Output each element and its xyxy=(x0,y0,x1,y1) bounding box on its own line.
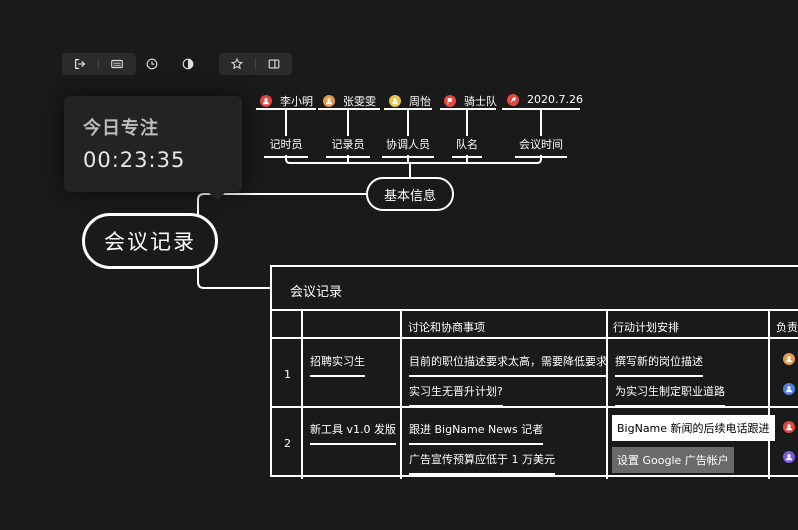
panel-icon xyxy=(268,59,280,69)
action-chip-selected[interactable]: BigName 新闻的后续电话跟进 xyxy=(612,415,775,441)
meeting-table: 会议记录 讨论和协商事项 行动计划安排 负责人 1 招聘实习生 目前的职位描述要… xyxy=(270,265,798,479)
team-name: 骑士队 xyxy=(464,95,497,108)
avatar xyxy=(389,95,401,107)
discussion-cell[interactable]: 跟进 BigName News 记者 xyxy=(409,421,544,445)
row-number: 2 xyxy=(284,437,291,450)
owner-avatar[interactable] xyxy=(783,383,795,395)
owner-avatar[interactable] xyxy=(783,451,795,463)
meeting-date: 2020.7.26 xyxy=(527,93,583,106)
topic-cell[interactable]: 新工具 v1.0 发版 xyxy=(310,421,396,445)
owner-avatar[interactable] xyxy=(783,353,795,365)
table-divider xyxy=(768,309,770,479)
user-icon xyxy=(786,424,792,431)
export-button[interactable] xyxy=(62,53,98,75)
user-icon xyxy=(392,98,398,105)
user-icon xyxy=(263,98,269,105)
focus-timer-button[interactable] xyxy=(134,53,170,75)
user-icon xyxy=(326,98,332,105)
action-cell[interactable]: 撰写新的岗位描述 xyxy=(615,353,703,377)
clock-icon xyxy=(146,58,158,70)
focus-title: 今日专注 xyxy=(83,118,159,139)
basic-info-node[interactable]: 基本信息 xyxy=(366,177,454,211)
flag-icon xyxy=(447,98,453,105)
action-cell[interactable]: 为实习生制定职业道路 xyxy=(615,383,725,407)
table-divider xyxy=(272,309,798,311)
label-meeting-time[interactable]: 会议时间 xyxy=(515,136,567,158)
user-icon xyxy=(786,454,792,461)
root-node[interactable]: 会议记录 xyxy=(82,213,218,269)
label-timekeeper[interactable]: 记时员 xyxy=(264,136,308,158)
topic-cell[interactable]: 招聘实习生 xyxy=(310,353,365,377)
table-divider xyxy=(400,309,402,479)
table-divider xyxy=(272,337,798,339)
person-name: 周怡 xyxy=(409,95,431,108)
keyboard-icon xyxy=(111,59,123,69)
star-icon xyxy=(230,57,244,70)
focus-time: 00:23:35 xyxy=(83,148,186,172)
user-icon xyxy=(786,356,792,363)
recorder-value[interactable]: 张雯雯 xyxy=(323,93,376,109)
label-team[interactable]: 队名 xyxy=(452,136,482,158)
table-divider xyxy=(272,406,798,408)
keyboard-button[interactable] xyxy=(99,53,135,75)
team-value[interactable]: 骑士队 xyxy=(444,93,497,109)
rocket-icon xyxy=(510,96,516,102)
row-number: 1 xyxy=(284,368,291,381)
timekeeper-value[interactable]: 李小明 xyxy=(260,93,313,109)
coordinator-value[interactable]: 周怡 xyxy=(389,93,431,109)
owner-avatar[interactable] xyxy=(783,421,795,433)
discussion-cell[interactable]: 实习生无晋升计划? xyxy=(409,383,503,407)
person-name: 李小明 xyxy=(280,95,313,108)
toolbar-group-left xyxy=(62,53,136,75)
discussion-cell[interactable]: 目前的职位描述要求太高，需要降低要求 xyxy=(409,353,607,377)
user-icon xyxy=(786,386,792,393)
table-title[interactable]: 会议记录 xyxy=(290,285,343,300)
toolbar-divider xyxy=(255,58,256,70)
avatar xyxy=(444,95,456,107)
meeting-date-value[interactable]: 2020.7.26 xyxy=(507,93,583,106)
action-chip[interactable]: 设置 Google 广告帐户 xyxy=(612,447,734,473)
table-divider xyxy=(301,309,303,479)
label-recorder[interactable]: 记录员 xyxy=(326,136,370,158)
avatar xyxy=(323,95,335,107)
person-name: 张雯雯 xyxy=(343,95,376,108)
discussion-cell[interactable]: 广告宣传预算应低于 1 万美元 xyxy=(409,451,555,475)
label-coordinator[interactable]: 协调人员 xyxy=(382,136,434,158)
table-divider xyxy=(606,309,608,479)
toolbar-group-right xyxy=(219,53,292,75)
toolbar-divider xyxy=(98,58,99,70)
contrast-icon xyxy=(182,58,194,70)
header-action-plan: 行动计划安排 xyxy=(613,321,679,334)
focus-timer-popup: 今日专注 00:23:35 xyxy=(64,96,242,201)
avatar xyxy=(260,95,272,107)
exit-icon xyxy=(75,59,86,69)
panel-button[interactable] xyxy=(256,53,292,75)
header-owner: 负责人 xyxy=(776,321,798,334)
header-discussion: 讨论和协商事项 xyxy=(408,321,485,334)
theme-toggle-button[interactable] xyxy=(170,53,206,75)
avatar xyxy=(507,93,519,106)
favorite-button[interactable] xyxy=(219,53,255,75)
